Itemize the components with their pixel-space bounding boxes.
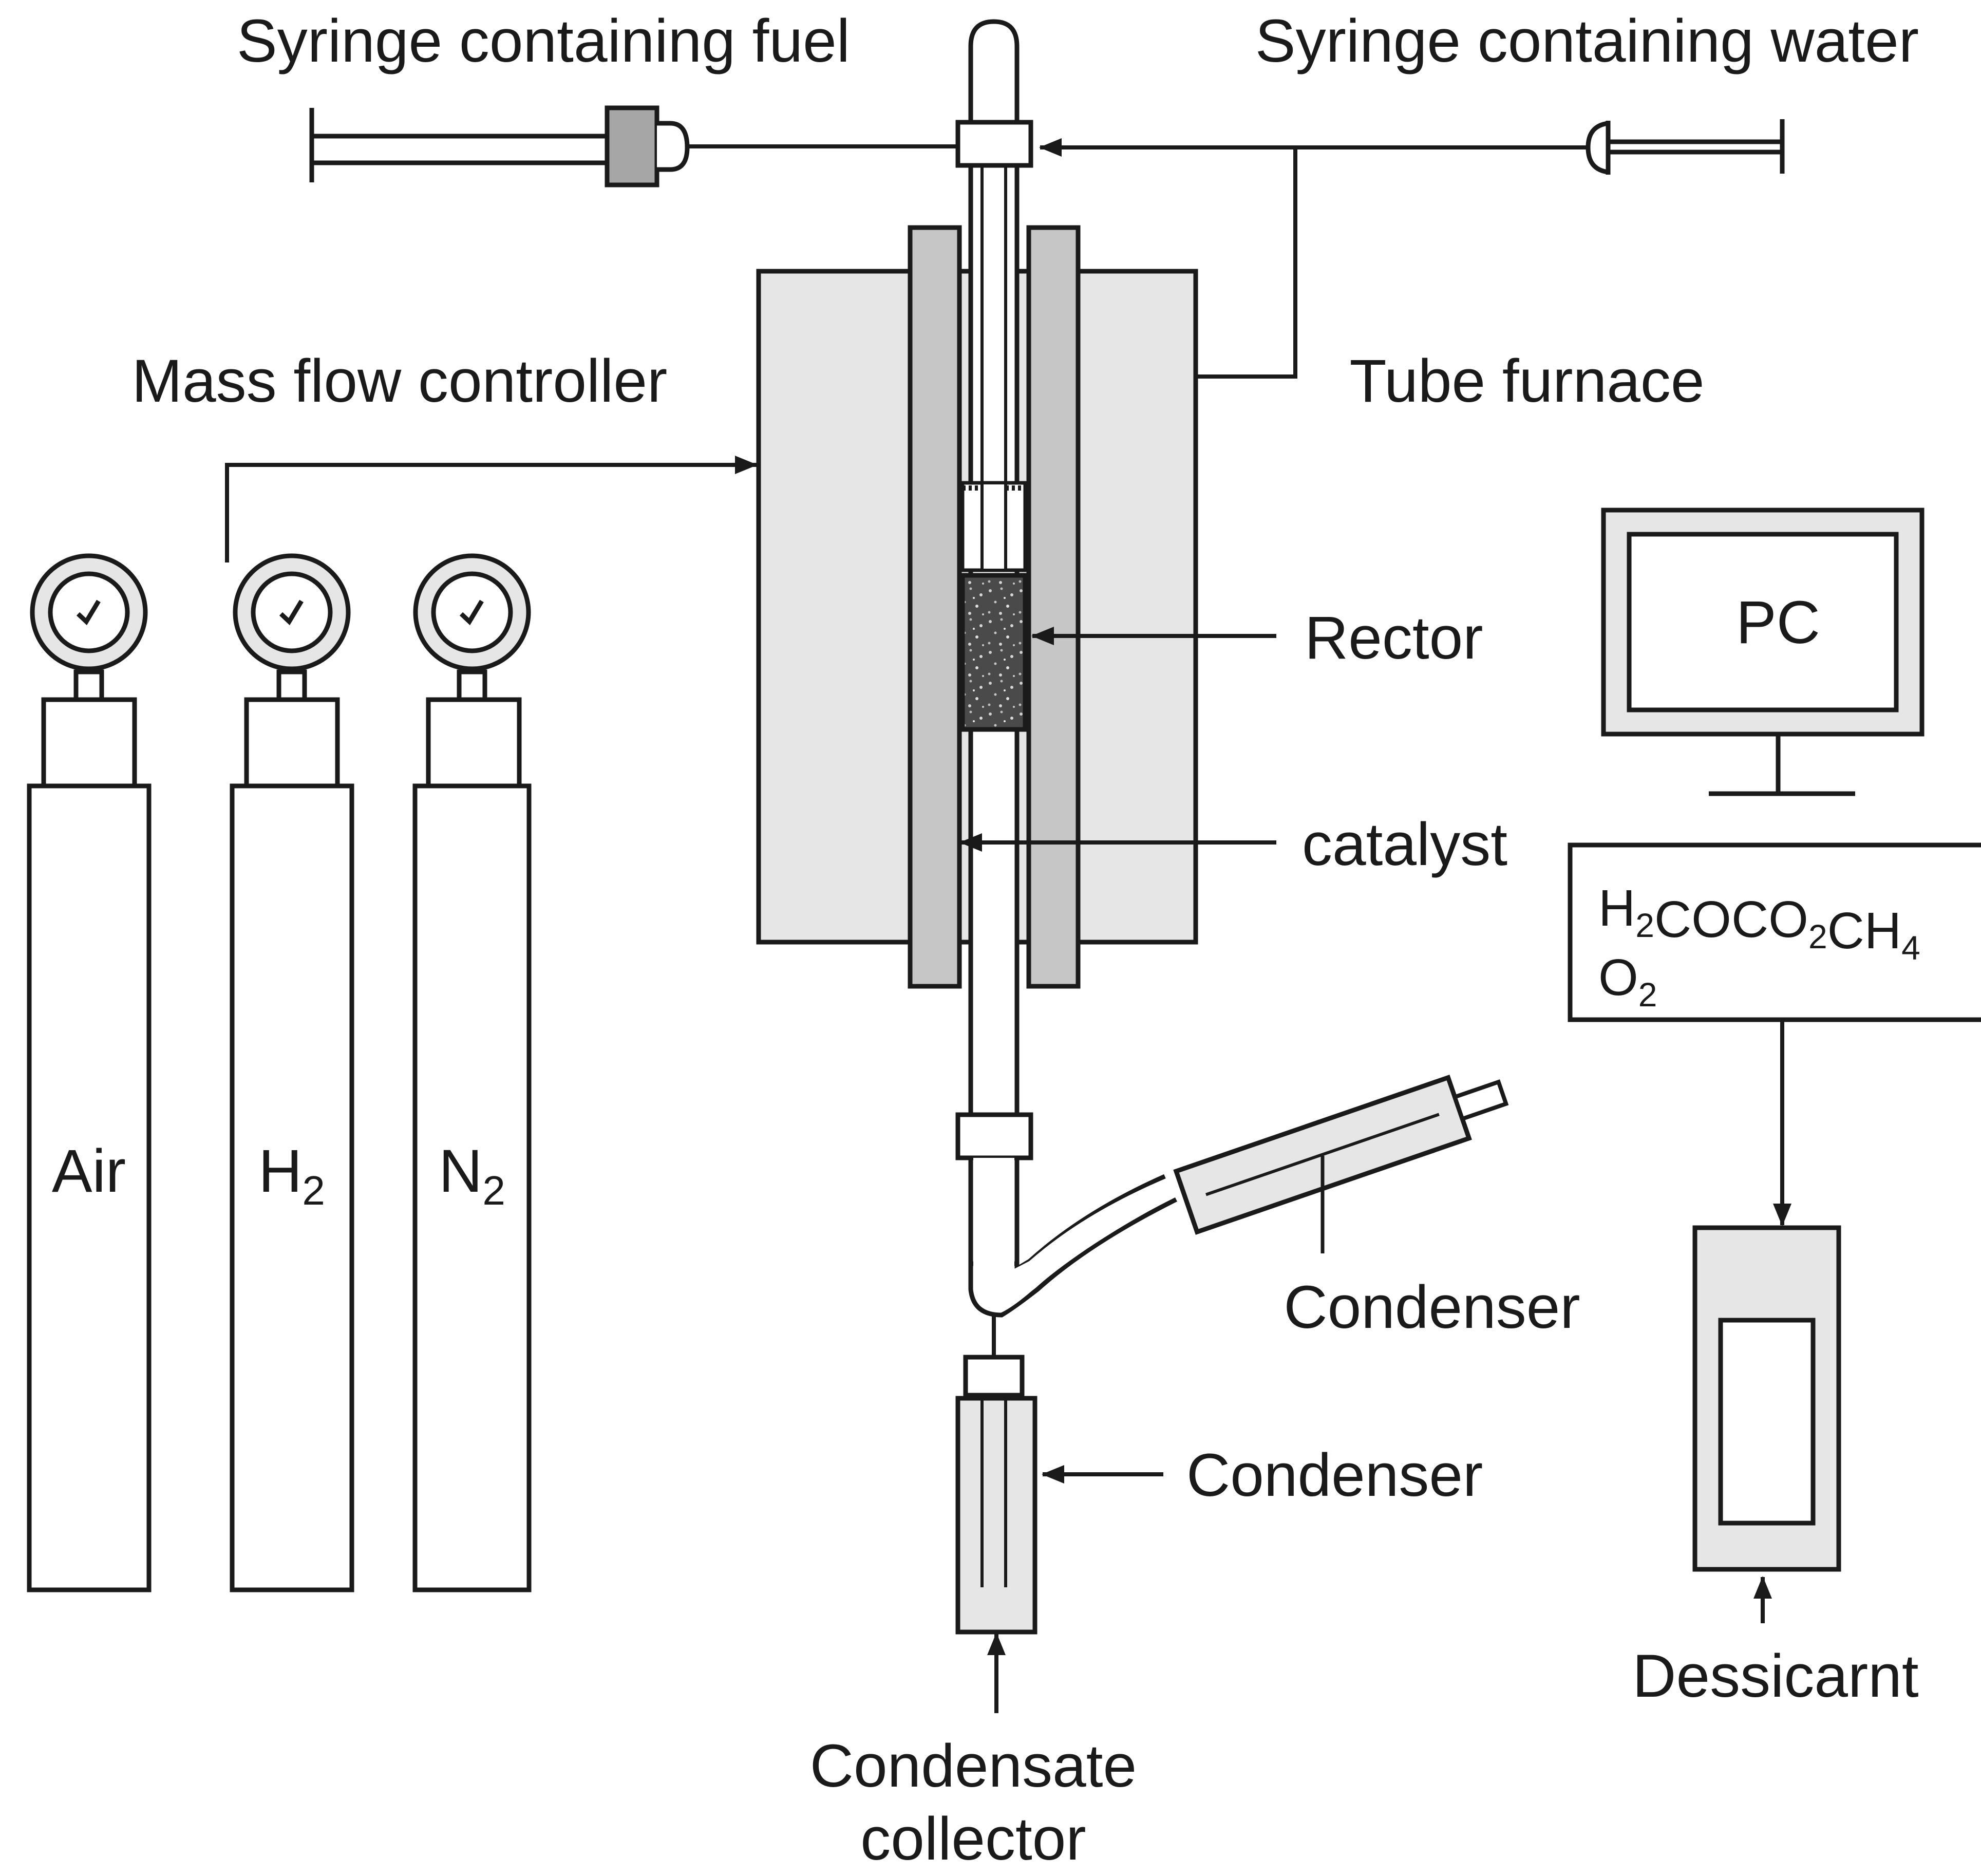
gas-supply-line bbox=[225, 456, 758, 562]
analyzer-species-0-sub: 2 bbox=[1635, 906, 1654, 944]
analyzer-species-3-sub: 4 bbox=[1901, 929, 1920, 967]
cylinder-h2 bbox=[230, 553, 354, 1592]
gas-analyzer-label: H2COCO2CH4 O2 bbox=[1598, 879, 1920, 1014]
analyzer-species-line2-0-base: O bbox=[1598, 949, 1638, 1006]
side-condenser bbox=[1173, 1074, 1509, 1235]
syringe-fuel-label: Syringe containing fuel bbox=[237, 7, 850, 75]
condensate-collector-label-line2: collector bbox=[860, 1805, 1086, 1873]
analyzer-species-1-base: CO bbox=[1654, 891, 1731, 948]
catalyst-label: catalyst bbox=[1302, 811, 1507, 878]
cylinder-n2 bbox=[412, 553, 532, 1592]
catalyst-bed bbox=[960, 573, 1028, 732]
cylinder-air-label: Air bbox=[52, 1137, 126, 1205]
condensate-collector-label-line1: Condensate bbox=[810, 1732, 1137, 1800]
cylinder-h2-label: H2 bbox=[258, 1137, 325, 1213]
pc-monitor bbox=[1601, 508, 1925, 796]
reactor-inner bbox=[980, 481, 1007, 572]
condenser-upper-label: Condenser bbox=[1284, 1273, 1580, 1341]
top-fitting bbox=[955, 120, 1033, 168]
pc-label: PC bbox=[1736, 589, 1820, 656]
furnace-heater-right bbox=[1026, 225, 1081, 989]
analyzer-species-3-base: CH bbox=[1827, 902, 1901, 960]
syringe-water-label: Syringe containing water bbox=[1255, 7, 1919, 75]
furnace-heater-left bbox=[908, 225, 962, 989]
gas-analyzer-box bbox=[1568, 842, 1981, 1022]
analyzer-species-2-base: CO bbox=[1731, 891, 1808, 948]
cylinder-n2-label: N2 bbox=[439, 1137, 505, 1213]
desiccant-column bbox=[1692, 1225, 1841, 1572]
svg-text:O2: O2 bbox=[1598, 949, 1657, 1014]
analyzer-species-2-sub: 2 bbox=[1808, 917, 1827, 955]
analyzer-species-0-base: H bbox=[1598, 879, 1635, 937]
cylinder-air bbox=[27, 553, 152, 1592]
analyzer-species-line2-0-sub: 2 bbox=[1638, 975, 1657, 1014]
water-syringe bbox=[1586, 119, 1785, 175]
condenser-lower-label: Condenser bbox=[1186, 1441, 1483, 1509]
collector-cap bbox=[963, 1355, 1025, 1398]
svg-text:H2COCO2CH4: H2COCO2CH4 bbox=[1598, 879, 1920, 967]
mass-flow-controller-label: Mass flow controller bbox=[132, 347, 668, 415]
desiccant-label: Dessicarnt bbox=[1632, 1642, 1918, 1710]
vertical-condenser bbox=[955, 1396, 1037, 1635]
reactor-label: Rector bbox=[1305, 604, 1483, 672]
tube-furnace-label: Tube furnace bbox=[1350, 347, 1705, 415]
fuel-syringe bbox=[309, 105, 690, 187]
lower-fitting bbox=[955, 1112, 1033, 1160]
